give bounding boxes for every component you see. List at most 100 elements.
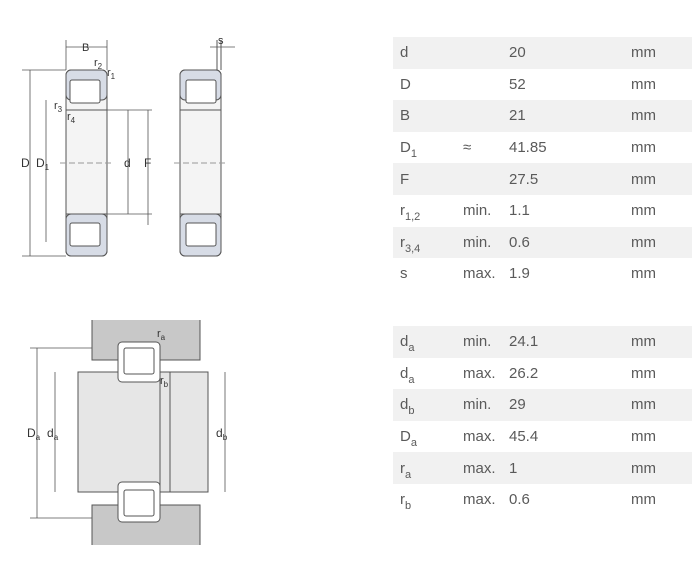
- symbol: F: [400, 170, 410, 188]
- unit: mm: [631, 333, 656, 351]
- symbol-subscript: 1: [410, 148, 417, 161]
- symbol-subscript: 3,4: [405, 242, 421, 255]
- symbol-cell: s: [393, 265, 463, 282]
- symbol: s: [400, 265, 408, 283]
- value: 1: [509, 459, 518, 477]
- unit: mm: [631, 75, 656, 93]
- abutment-drawing: ra rb Da da db: [27, 320, 228, 545]
- symbol: r: [400, 459, 405, 477]
- table-row: F 27.5 mm: [393, 163, 692, 195]
- bearing-side-section: [174, 40, 227, 257]
- symbol: d: [400, 364, 409, 382]
- symbol-cell: rb: [393, 491, 463, 512]
- label-r3: r3: [54, 100, 63, 114]
- unit: mm: [631, 364, 656, 382]
- label-r2: r2: [94, 57, 103, 71]
- label-D1: D1: [36, 156, 50, 172]
- symbol: d: [400, 44, 409, 62]
- symbol: d: [400, 333, 409, 351]
- symbol: D: [400, 75, 411, 93]
- symbol-subscript: 1,2: [405, 211, 421, 224]
- symbol: B: [400, 107, 411, 125]
- symbol-subscript: a: [410, 437, 417, 450]
- unit: mm: [631, 428, 656, 446]
- unit: mm: [631, 396, 656, 414]
- unit: mm: [631, 491, 656, 509]
- qualifier: max.: [463, 428, 496, 446]
- symbol-cell: r1,2: [393, 202, 463, 223]
- value: 41.85: [509, 139, 547, 157]
- qualifier: max.: [463, 265, 496, 283]
- symbol-cell: D: [393, 76, 463, 93]
- value: 1.9: [509, 265, 530, 283]
- symbol-cell: Da: [393, 428, 463, 449]
- qualifier: min.: [463, 202, 492, 220]
- label-Da: Da: [27, 426, 41, 442]
- qualifier: min.: [463, 333, 492, 351]
- value: 27.5: [509, 170, 539, 188]
- value: 0.6: [509, 491, 530, 509]
- qualifier: max.: [463, 459, 496, 477]
- symbol-cell: F: [393, 171, 463, 188]
- symbol-cell: B: [393, 107, 463, 124]
- value: 45.4: [509, 428, 539, 446]
- unit: mm: [631, 170, 656, 188]
- value: 29: [509, 396, 526, 414]
- qualifier: max.: [463, 364, 496, 382]
- unit: mm: [631, 202, 656, 220]
- unit: mm: [631, 107, 656, 125]
- unit: mm: [631, 459, 656, 477]
- value: 1.1: [509, 202, 530, 220]
- value: 20: [509, 44, 526, 62]
- qualifier: max.: [463, 491, 496, 509]
- label-db: db: [216, 426, 228, 442]
- symbol: d: [400, 396, 409, 414]
- symbol: r: [400, 491, 405, 509]
- value: 52: [509, 75, 526, 93]
- abutment-dimension-lines: [30, 347, 226, 519]
- label-r4: r4: [67, 111, 76, 125]
- label-B: B: [82, 42, 89, 54]
- label-s: s: [218, 35, 224, 47]
- symbol-cell: db: [393, 396, 463, 417]
- unit: mm: [631, 139, 656, 157]
- symbol-subscript: a: [408, 373, 415, 386]
- symbol-subscript: b: [405, 500, 412, 513]
- label-F: F: [144, 156, 151, 170]
- symbol: r: [400, 202, 405, 220]
- symbol-cell: da: [393, 364, 463, 386]
- unit: mm: [631, 265, 656, 283]
- label-d: d: [124, 156, 131, 170]
- qualifier: min.: [463, 233, 492, 251]
- housing-and-shaft: [77, 320, 209, 545]
- label-rb: rb: [160, 375, 169, 389]
- symbol-cell: d: [393, 44, 463, 61]
- symbol-cell: ra: [393, 459, 463, 481]
- value: 26.2: [509, 364, 539, 382]
- symbol-cell: r3,4: [393, 233, 463, 255]
- symbol-subscript: b: [408, 405, 415, 418]
- symbol-cell: da: [393, 333, 463, 354]
- symbol-subscript: a: [405, 468, 412, 481]
- value: 0.6: [509, 233, 530, 251]
- symbol: r: [400, 233, 405, 251]
- symbol: D: [400, 428, 411, 446]
- symbol-cell: D1: [393, 139, 463, 160]
- bearing-cross-section: [60, 69, 113, 257]
- label-r1: r1: [107, 67, 116, 81]
- bearing-section-drawing: B r2 r1 r3 r4 D D1 d F s: [21, 35, 235, 257]
- symbol: D: [400, 139, 411, 157]
- qualifier: ≈: [463, 139, 472, 157]
- label-D: D: [21, 156, 30, 170]
